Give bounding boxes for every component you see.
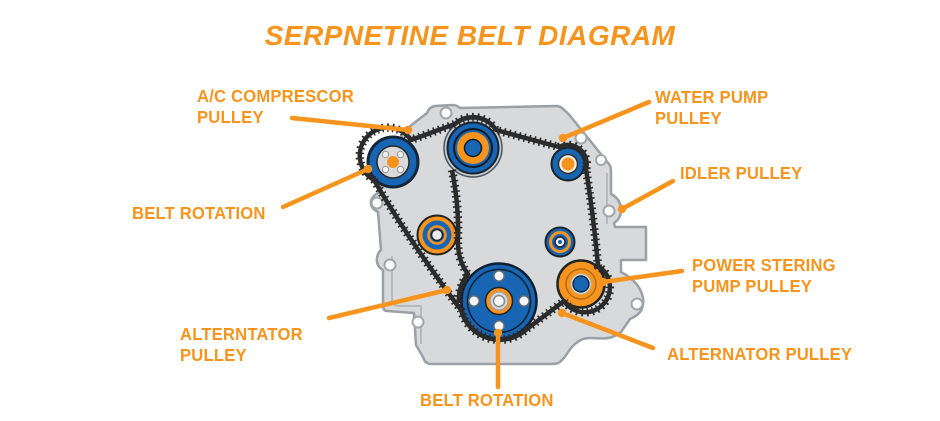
label-alternator-pulley-left: ALTERNTATOR PULLEY <box>180 324 303 366</box>
label-idler-pulley: IDLER PULLEY <box>680 163 803 183</box>
crankshaft-pulley <box>460 262 538 340</box>
ac-compressor-pulley <box>366 135 420 189</box>
leader-ac-compressor <box>289 115 413 135</box>
bolt-hole <box>439 106 453 120</box>
bolt-hole <box>630 297 644 311</box>
idler-pulley <box>550 146 586 182</box>
leader-belt-rotation-bottom <box>493 328 503 390</box>
bolt-hole <box>595 154 607 166</box>
label-power-steering-pulley: POWER STERING PUMP PULLEY <box>692 255 836 297</box>
power-steering-pump-pulley <box>556 259 606 309</box>
leader-alternator-left <box>326 285 452 321</box>
leader-alternator-right <box>557 308 656 351</box>
leader-idler <box>617 178 676 214</box>
bolt-hole <box>370 196 384 210</box>
page-title: SERPNETINE BELT DIAGRAM <box>264 20 676 51</box>
label-ac-compressor-pulley: A/C COMPRESCOR PULLEY <box>197 86 354 128</box>
bolt-hole <box>602 204 616 218</box>
bolt-hole <box>411 315 425 329</box>
label-belt-rotation-left: BELT ROTATION <box>132 203 266 223</box>
leader-power-steering <box>598 268 685 287</box>
tensioner-pulley <box>416 214 458 256</box>
leader-belt-rotation-left <box>280 164 373 210</box>
small-idler-pulley <box>544 226 576 258</box>
label-belt-rotation-bottom: BELT ROTATION <box>420 390 554 410</box>
leader-water-pump <box>558 99 652 143</box>
label-alternator-pulley-right: ALTERNATOR PULLEY <box>667 344 853 364</box>
label-water-pump-pulley: WATER PUMP PULLEY <box>655 87 769 129</box>
bolt-hole <box>383 258 397 272</box>
leader-lines <box>280 99 685 390</box>
water-pump-pulley <box>443 118 503 178</box>
